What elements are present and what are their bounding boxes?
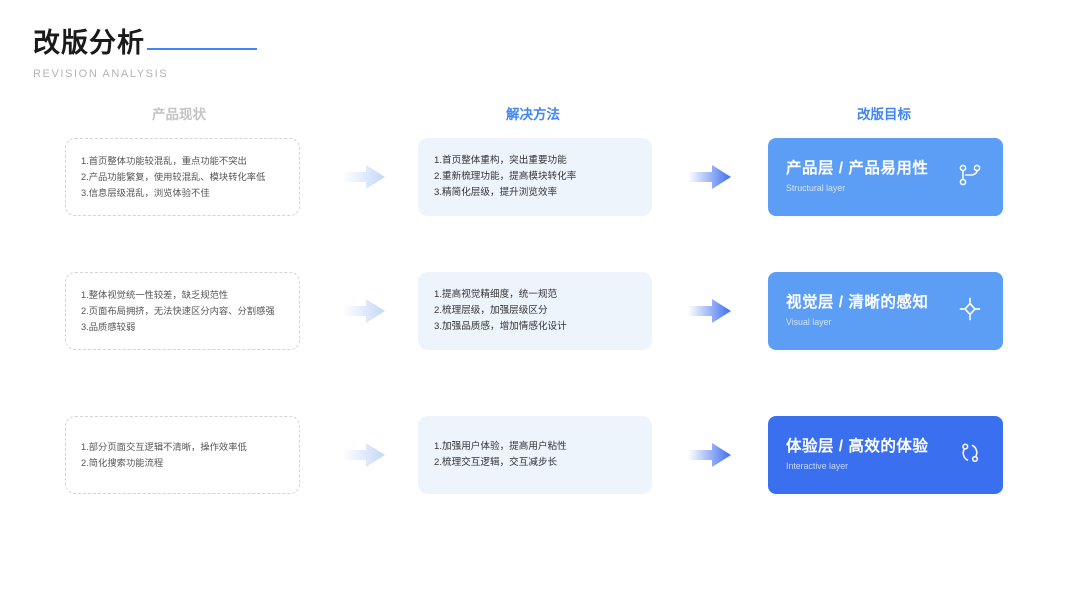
column-heading-goal: 改版目标 [857, 107, 911, 122]
list-item: 2.页面布局拥挤，无法快速区分内容、分割感强 [81, 306, 275, 316]
list-item: 2.简化搜索功能流程 [81, 458, 164, 468]
flow-arrow-to-goal [688, 296, 732, 331]
flow-arrow-to-goal [688, 440, 732, 475]
goal-card-title: 体验层 / 高效的体验 [786, 438, 929, 455]
list-item: 1.首页整体功能较混乱，重点功能不突出 [81, 156, 247, 166]
git-branch-icon [957, 161, 983, 194]
goal-card-text: 视觉层 / 清晰的感知 Visual layer [786, 293, 928, 329]
goal-card-text: 体验层 / 高效的体验 Interactive layer [786, 437, 928, 473]
solution-box: 1.首页整体重构，突出重要功能 2.重新梳理功能，提高模块转化率 3.精简化层级… [418, 138, 652, 216]
solution-box: 1.加强用户体验，提高用户粘性 2.梳理交互逻辑，交互减步长 [418, 416, 652, 494]
flow-arrow-to-solution [342, 162, 386, 197]
goal-card-title: 视觉层 / 清晰的感知 [786, 294, 929, 311]
focus-crosshair-icon [957, 295, 983, 328]
goal-card-subtitle: Structural layer [786, 183, 846, 193]
goal-card[interactable]: 视觉层 / 清晰的感知 Visual layer [768, 272, 1003, 350]
flow-arrow-to-solution [342, 440, 386, 475]
list-item: 1.部分页面交互逻辑不清晰，操作效率低 [81, 442, 247, 452]
list-item: 3.信息层级混乱，浏览体验不佳 [81, 188, 210, 198]
current-state-box: 1.部分页面交互逻辑不清晰，操作效率低 2.简化搜索功能流程 [65, 416, 300, 494]
page-title: 改版分析 [33, 28, 145, 58]
page-header: 改版分析 REVISION ANALYSIS [33, 26, 433, 86]
list-item: 3.加强品质感，增加情感化设计 [434, 321, 567, 332]
list-item: 3.品质感较弱 [81, 322, 136, 332]
goal-card-subtitle: Visual layer [786, 317, 832, 327]
list-item: 1.加强用户体验，提高用户粘性 [434, 441, 567, 452]
list-item: 1.整体视觉统一性较差，缺乏规范性 [81, 290, 229, 300]
list-item: 1.首页整体重构，突出重要功能 [434, 155, 567, 166]
column-heading-solution: 解决方法 [506, 107, 560, 122]
analysis-row: 1.部分页面交互逻辑不清晰，操作效率低 2.简化搜索功能流程 1.加强用户体验，… [0, 416, 1067, 496]
sync-circle-icon [957, 439, 983, 472]
flow-arrow-to-goal [688, 162, 732, 197]
list-item: 2.梳理层级，加强层级区分 [434, 305, 548, 316]
analysis-row: 1.首页整体功能较混乱，重点功能不突出 2.产品功能繁复，使用较混乱、模块转化率… [0, 138, 1067, 218]
list-item: 2.梳理交互逻辑，交互减步长 [434, 457, 558, 468]
goal-card-text: 产品层 / 产品易用性 Structural layer [786, 159, 928, 195]
column-heading-current-state: 产品现状 [152, 107, 206, 122]
flow-arrow-to-solution [342, 296, 386, 331]
page-subtitle: REVISION ANALYSIS [33, 68, 169, 80]
analysis-row: 1.整体视觉统一性较差，缺乏规范性 2.页面布局拥挤，无法快速区分内容、分割感强… [0, 272, 1067, 352]
list-item: 1.提高视觉精细度，统一规范 [434, 289, 558, 300]
goal-card[interactable]: 产品层 / 产品易用性 Structural layer [768, 138, 1003, 216]
goal-card-subtitle: Interactive layer [786, 461, 849, 471]
solution-box: 1.提高视觉精细度，统一规范 2.梳理层级，加强层级区分 3.加强品质感，增加情… [418, 272, 652, 350]
list-item: 2.重新梳理功能，提高模块转化率 [434, 171, 577, 182]
current-state-box: 1.整体视觉统一性较差，缺乏规范性 2.页面布局拥挤，无法快速区分内容、分割感强… [65, 272, 300, 350]
title-underline-rule [147, 48, 257, 50]
current-state-box: 1.首页整体功能较混乱，重点功能不突出 2.产品功能繁复，使用较混乱、模块转化率… [65, 138, 300, 216]
goal-card[interactable]: 体验层 / 高效的体验 Interactive layer [768, 416, 1003, 494]
page-title-row: 改版分析 [33, 26, 433, 60]
list-item: 3.精简化层级，提升浏览效率 [434, 187, 558, 198]
goal-card-title: 产品层 / 产品易用性 [786, 160, 929, 177]
list-item: 2.产品功能繁复，使用较混乱、模块转化率低 [81, 172, 266, 182]
